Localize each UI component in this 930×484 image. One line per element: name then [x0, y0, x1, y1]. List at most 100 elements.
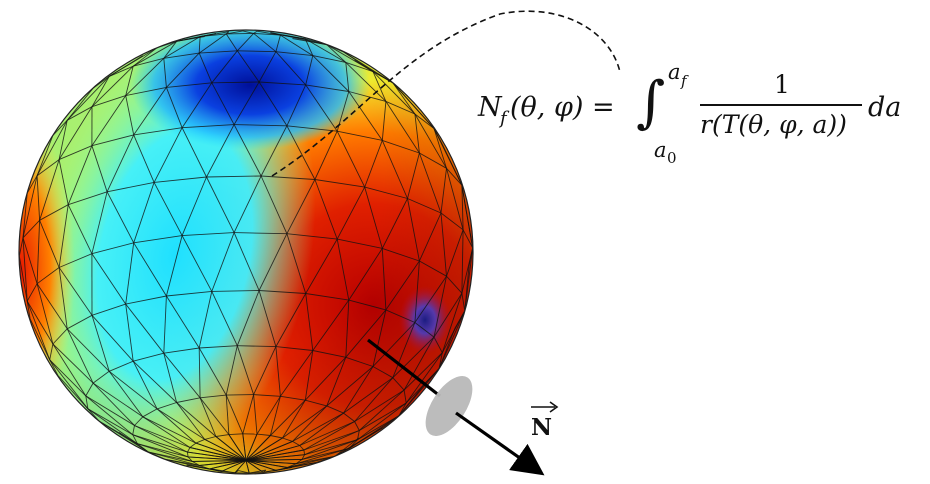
mesh-edge [234, 460, 247, 474]
mesh-edge [299, 412, 344, 446]
mesh-edge [133, 242, 167, 297]
mesh-edge [354, 389, 405, 422]
mesh-edge [163, 353, 178, 403]
mesh-edge [52, 119, 68, 136]
mesh-edge [354, 377, 394, 422]
mesh-edge [52, 343, 94, 384]
mesh-edge [348, 91, 383, 141]
mesh-edge [49, 359, 89, 410]
mesh-edge [91, 76, 110, 107]
mesh-edge [348, 91, 387, 102]
mesh-edge [259, 290, 306, 294]
mesh-edge [98, 420, 138, 445]
mesh-edge [176, 36, 205, 42]
mesh-edge [245, 449, 304, 461]
mesh-edge [163, 352, 201, 399]
mesh-edge [414, 113, 420, 154]
mesh-edge [305, 238, 338, 294]
mesh-edge [418, 212, 442, 262]
mesh-edge [275, 51, 313, 57]
mesh-edge [433, 336, 443, 353]
mesh-edge [52, 343, 87, 397]
mesh-edge [236, 345, 255, 395]
mesh-edge [392, 377, 405, 391]
sphere-mesh [19, 30, 473, 474]
mesh-edge [348, 299, 387, 311]
mesh-edge [156, 408, 197, 444]
mesh-edge [91, 134, 134, 147]
mesh-edge [236, 50, 260, 83]
mesh-edge [198, 347, 201, 398]
mesh-edge [200, 33, 216, 38]
mesh-edge [326, 405, 344, 414]
mesh-edge [398, 383, 426, 417]
mesh-edge [381, 140, 408, 199]
mesh-edge [225, 33, 238, 52]
mesh-edge [372, 309, 387, 367]
mesh-edge [187, 456, 193, 462]
vector-overbar-head [549, 401, 559, 413]
mesh-edge [414, 275, 447, 323]
mesh-edge [108, 371, 144, 418]
mesh-edge [245, 460, 250, 474]
mesh-edge [225, 395, 230, 435]
mesh-edge [403, 352, 443, 391]
mesh-edge [206, 175, 262, 178]
mesh-edge [392, 336, 435, 379]
mesh-edge [198, 347, 227, 396]
mesh-edge [85, 395, 135, 426]
mesh-edge [154, 176, 207, 183]
mesh-edge [133, 57, 164, 67]
mesh-edge [68, 191, 108, 206]
mesh-edge [36, 175, 41, 221]
mesh-edge [226, 394, 254, 396]
mesh-edge [39, 159, 60, 221]
mesh-edge [381, 248, 387, 310]
mesh-edge [125, 95, 135, 135]
mesh-edge [22, 175, 38, 238]
mesh-edge [166, 52, 200, 88]
mesh-edge [132, 434, 188, 453]
mesh-edge [176, 397, 201, 403]
mesh-edge [385, 260, 420, 311]
mesh-edge [280, 350, 314, 397]
mesh-edge [343, 412, 355, 422]
mesh-edge [245, 460, 297, 465]
mesh-edge [446, 229, 464, 277]
mesh-edge [464, 266, 470, 311]
mesh-edge [433, 128, 447, 169]
mesh-edge [36, 267, 60, 285]
mesh-edge [36, 220, 41, 284]
mesh-edge [446, 168, 464, 230]
mesh-edge [165, 87, 183, 128]
mesh-edge [286, 179, 316, 234]
mesh-edge [256, 30, 281, 36]
mesh-edge [106, 191, 135, 244]
mesh-edge [461, 293, 466, 311]
mesh-edge [195, 438, 205, 444]
mesh-edge [92, 382, 135, 426]
mesh-edge [165, 458, 200, 466]
mesh-edge [461, 229, 464, 294]
mesh-edge [189, 442, 197, 448]
mesh-edge [36, 159, 60, 177]
mesh-edge [461, 185, 466, 203]
mesh-edge [446, 167, 463, 186]
mesh-edge [66, 106, 93, 121]
mesh-edge [292, 441, 300, 446]
mesh-edge [256, 396, 281, 435]
mesh-edge [275, 51, 307, 86]
mesh-edge [85, 395, 133, 436]
mesh-edge [419, 152, 447, 169]
mesh-edge [108, 47, 158, 77]
mesh-edge [407, 152, 420, 199]
mesh-edge [358, 389, 405, 431]
integral-lower-sub: 0 [667, 149, 677, 167]
mesh-edge [286, 84, 307, 126]
formula-lhs-args: (θ, φ) = [510, 92, 615, 123]
mesh-edge [372, 322, 416, 367]
mesh-edge [345, 309, 387, 358]
mesh-edge [304, 350, 314, 401]
mesh-edge [109, 65, 134, 77]
mesh-edge [343, 377, 394, 414]
